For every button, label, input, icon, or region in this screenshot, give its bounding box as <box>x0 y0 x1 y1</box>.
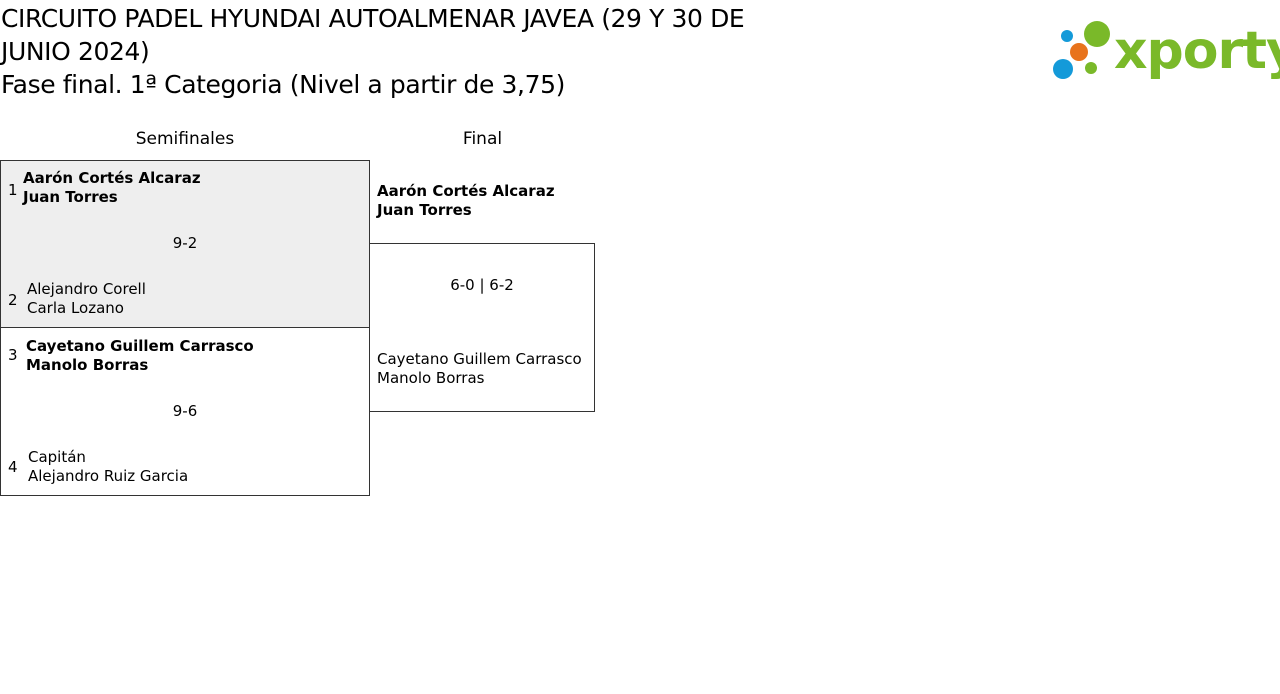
logo-wordmark: xporty <box>1114 21 1280 81</box>
final-winner-team: Aarón Cortés Alcaraz Juan Torres <box>377 182 555 220</box>
player-name: Cayetano Guillem Carrasco <box>377 350 582 368</box>
final-runner-up-team: Cayetano Guillem Carrasco Manolo Borras <box>377 350 582 388</box>
xporty-logo[interactable]: xporty <box>1052 20 1280 82</box>
team-loser: Alejandro Corell Carla Lozano <box>27 280 146 318</box>
semifinal-match-2[interactable]: 3 Cayetano Guillem Carrasco Manolo Borra… <box>0 327 370 496</box>
semifinal-match-1[interactable]: 1 Aarón Cortés Alcaraz Juan Torres 9-2 2… <box>0 160 370 328</box>
match-score: 9-6 <box>172 402 198 420</box>
phase-subtitle: Fase final. 1ª Categoria (Nivel a partir… <box>1 70 565 99</box>
final-match[interactable]: 6-0 | 6-2 Cayetano Guillem Carrasco Mano… <box>369 243 595 412</box>
logo-dots-icon <box>1053 21 1110 79</box>
player-name: Cayetano Guillem Carrasco <box>26 337 254 355</box>
player-name: Capitán <box>28 448 86 466</box>
seed-number: 1 <box>8 181 18 199</box>
player-name: Aarón Cortés Alcaraz <box>23 169 201 187</box>
match-score: 9-2 <box>172 234 198 252</box>
tournament-header: CIRCUITO PADEL HYUNDAI AUTOALMENAR JAVEA… <box>1 2 841 101</box>
seed-number: 4 <box>8 458 18 476</box>
tournament-title-continued: JUNIO 2024) <box>1 37 150 66</box>
player-name: Carla Lozano <box>27 299 124 317</box>
match-score: 6-0 | 6-2 <box>450 276 514 294</box>
player-name: Manolo Borras <box>26 356 149 374</box>
round-title-semifinals: Semifinales <box>135 129 235 149</box>
player-name: Juan Torres <box>377 201 472 219</box>
tournament-title: CIRCUITO PADEL HYUNDAI AUTOALMENAR JAVEA… <box>1 4 745 33</box>
player-name: Manolo Borras <box>377 369 485 387</box>
seed-number: 2 <box>8 291 18 309</box>
team-winner: Aarón Cortés Alcaraz Juan Torres <box>23 169 201 207</box>
team-winner: Cayetano Guillem Carrasco Manolo Borras <box>26 337 254 375</box>
seed-number: 3 <box>8 346 18 364</box>
round-title-final: Final <box>462 129 503 149</box>
player-name: Aarón Cortés Alcaraz <box>377 182 555 200</box>
player-name: Alejandro Corell <box>27 280 146 298</box>
team-loser: Capitán Alejandro Ruiz Garcia <box>28 448 188 486</box>
player-name: Juan Torres <box>23 188 118 206</box>
player-name: Alejandro Ruiz Garcia <box>28 467 189 485</box>
